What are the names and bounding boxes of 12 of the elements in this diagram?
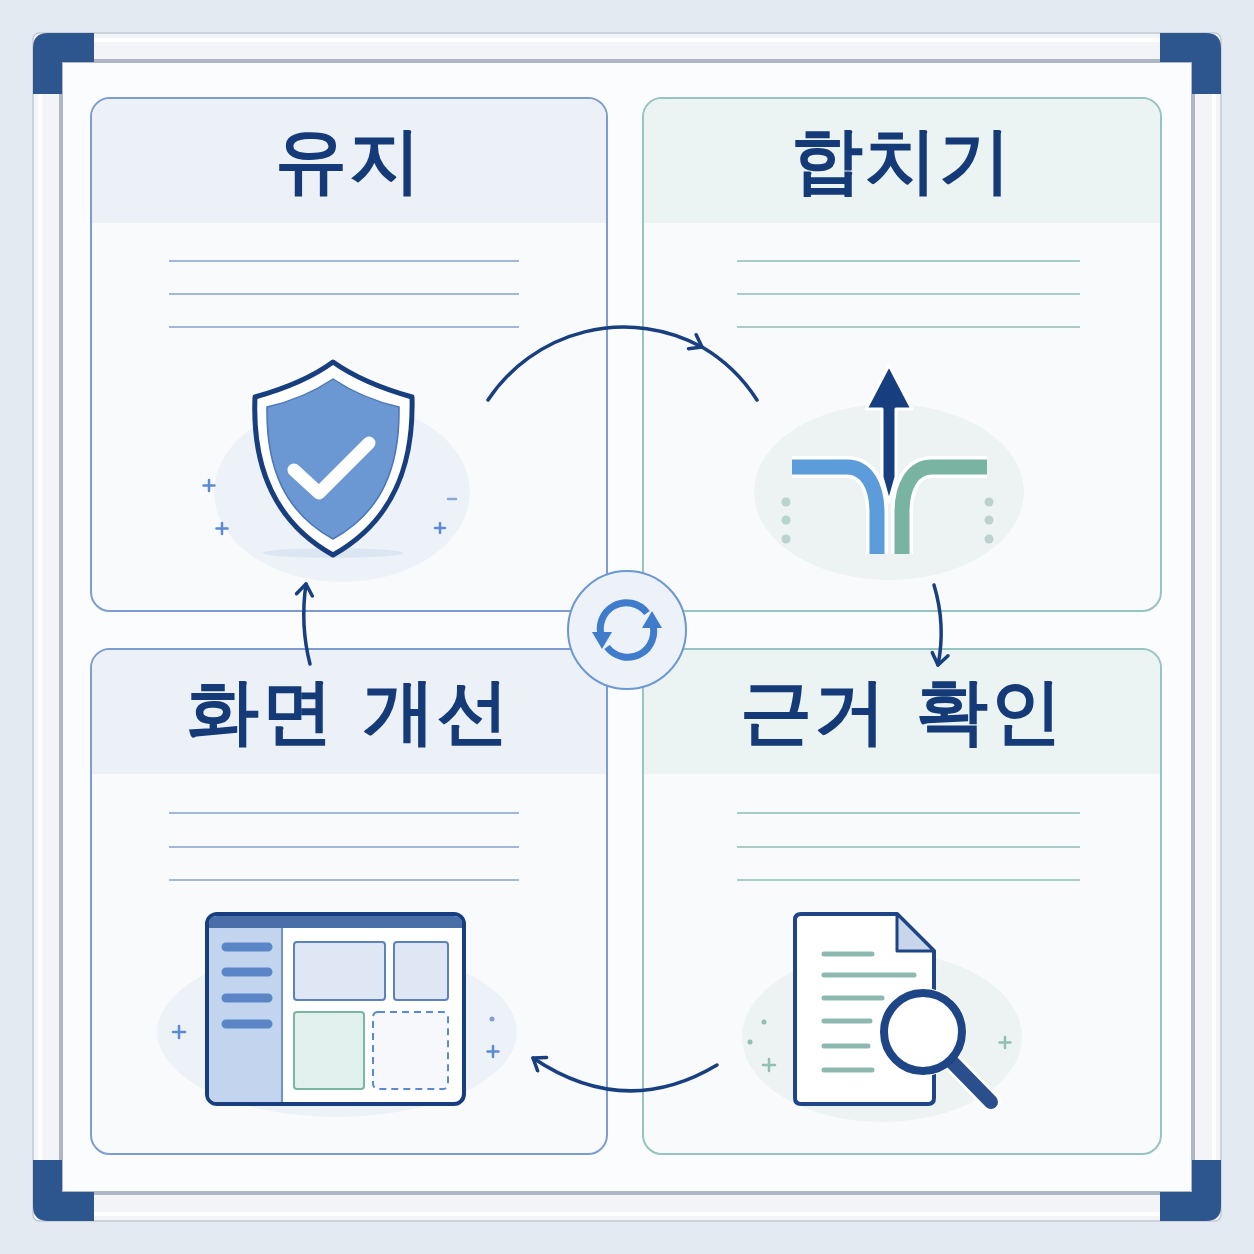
panel-header: 근거 확인 [644, 650, 1160, 774]
panel-header: 유지 [92, 99, 606, 223]
step-panel [90, 97, 608, 612]
arrow [486, 325, 759, 402]
step-panel [642, 648, 1162, 1155]
step-panel [642, 97, 1162, 612]
arrow [531, 1055, 719, 1093]
step-panel [90, 648, 608, 1155]
arrow [930, 583, 950, 667]
arrow [294, 582, 315, 666]
panel-header: 합치기 [644, 99, 1160, 223]
panel-header: 화면 개선 [92, 650, 606, 774]
